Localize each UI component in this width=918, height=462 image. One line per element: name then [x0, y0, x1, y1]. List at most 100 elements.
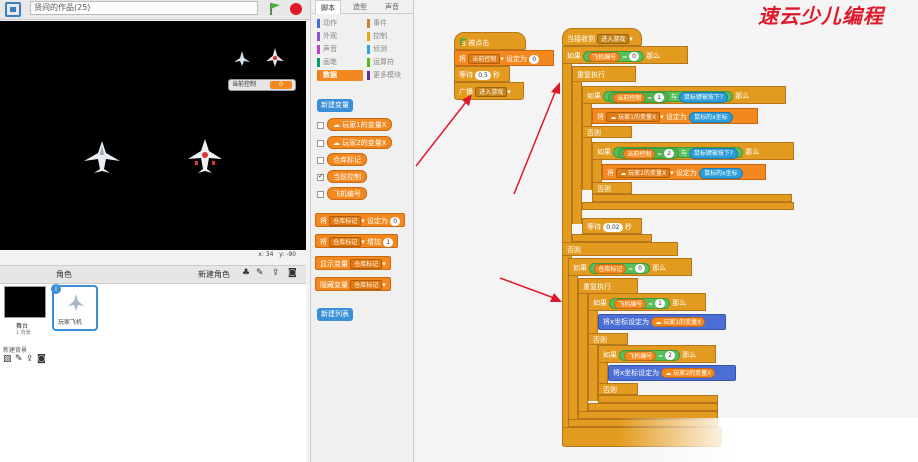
set-player1-x-block[interactable]: 将 ☁ 玩家1的变量X▾ 设定为 鼠标的x坐标: [592, 108, 758, 124]
if-c-bottom: [588, 403, 718, 411]
if-warehouse-0-block[interactable]: 如果 仓库标记 = 0 那么: [568, 258, 692, 276]
tab-costumes[interactable]: 造型: [353, 3, 367, 11]
upload-backdrop-icon[interactable]: ⇪: [26, 354, 34, 364]
sprites-header: 角色 新建角色 ♣ ✎ ⇪ ◙: [0, 266, 306, 284]
category-4[interactable]: 声音: [317, 44, 337, 55]
var-reporter-plane-id[interactable]: 飞机编号: [327, 187, 367, 200]
if-plane-id-0-block[interactable]: 如果 飞机编号 = 0 那么: [562, 46, 688, 64]
tab-sounds[interactable]: 声音: [385, 3, 399, 11]
var-reporter-control[interactable]: 当前控制: [327, 170, 367, 183]
wait-002-block[interactable]: 等待 0.02 秒: [582, 218, 642, 234]
category-0[interactable]: 动作: [317, 18, 337, 29]
player1-plane-icon: [84, 141, 120, 173]
category-1[interactable]: 事件: [367, 18, 387, 29]
block-palette: 脚本 造型 声音 动作事件外观控制声音侦测画笔运算符数据更多模块 新建变量 ☁ …: [310, 0, 415, 462]
set-player2-x-block[interactable]: 将 ☁ 玩家2的变量X▾ 设定为 鼠标的x坐标: [602, 164, 766, 180]
forever-block-2[interactable]: 重复执行: [578, 278, 638, 294]
monitor-value: 0: [270, 81, 292, 89]
set-x-player1-block[interactable]: 将x坐标设定为 ☁ 玩家1的变量X: [598, 314, 726, 330]
camera-icon[interactable]: ◙: [288, 268, 297, 278]
var-checkbox-warehouse[interactable]: [317, 157, 324, 164]
new-backdrop-label: 新建背景: [3, 347, 28, 354]
enemy-plane-icon: [234, 51, 250, 66]
if-warehouse-arm: [568, 276, 578, 436]
sprite-info-icon[interactable]: i: [51, 284, 61, 294]
mouse-coordinates: x: 34 y: -90: [0, 251, 306, 263]
player2-plane-icon: [188, 139, 222, 173]
if-a-arm: [582, 104, 592, 126]
category-6[interactable]: 画笔: [317, 57, 337, 68]
sprite-plane-icon: [68, 294, 84, 311]
category-7[interactable]: 运算符: [367, 57, 394, 68]
new-list-button[interactable]: 新建列表: [317, 308, 353, 321]
new-variable-button[interactable]: 新建变量: [317, 99, 353, 112]
category-8[interactable]: 数据: [317, 70, 363, 81]
green-flag-icon: [460, 38, 468, 46]
tab-scripts[interactable]: 脚本: [315, 0, 341, 14]
if-c-arm: [588, 311, 598, 333]
category-5[interactable]: 侦测: [367, 44, 387, 55]
sprite-thumbnail-player[interactable]: i 玩家飞机: [51, 284, 98, 331]
red-arrow-3: [499, 277, 562, 302]
stage-canvas[interactable]: 当前控制 0: [0, 21, 306, 250]
upload-sprite-icon[interactable]: ⇪: [272, 268, 280, 278]
if-b-bottom: [592, 194, 792, 202]
stop-icon[interactable]: [290, 3, 302, 15]
watermark-logo: 速云少儿编程: [758, 4, 884, 28]
else-c-arm: [588, 345, 598, 401]
monitor-label: 当前控制: [232, 81, 257, 88]
category-3[interactable]: 控制: [367, 31, 387, 42]
if-control-2-block[interactable]: 如果 当前控制 = 2 与 鼠标键被按下? 那么: [592, 142, 794, 160]
if-control-1-block[interactable]: 如果 当前控制 = 1 与 鼠标键被按下? 那么: [582, 86, 786, 104]
paint-sprite-icon[interactable]: ✎: [256, 268, 264, 278]
var-checkbox-player2[interactable]: [317, 140, 324, 147]
var-reporter-player2[interactable]: ☁ 玩家2的变量X: [327, 136, 393, 149]
set-control-block[interactable]: 将 当前控制▾ 设定为 0: [454, 50, 554, 66]
broadcast-block[interactable]: 广播 进入游戏▾: [454, 82, 524, 100]
backdrop-camera-icon[interactable]: ◙: [37, 354, 46, 364]
else-label-outer: 否则: [562, 242, 678, 256]
when-receive-hat[interactable]: 当接收到 进入游戏▾: [562, 28, 642, 46]
change-variable-block[interactable]: 将 仓库标记▾ 增加 1: [315, 234, 399, 248]
stage-backdrop-count: 1 背景: [16, 330, 31, 336]
wait-block[interactable]: 等待 0.5 秒: [454, 66, 510, 82]
else-label-d: 否则: [598, 383, 638, 395]
forever-arm-2: [578, 294, 588, 424]
new-sprite-label: 新建角色: [198, 270, 230, 279]
project-title-input[interactable]: 贤间的作品(25): [30, 1, 258, 15]
var-reporter-warehouse[interactable]: 仓库标记: [327, 153, 367, 166]
category-2[interactable]: 外观: [317, 31, 337, 42]
red-arrow-2: [513, 82, 560, 195]
if-plane-id-2-block[interactable]: 如果 飞机编号 = 2 那么: [598, 345, 716, 363]
stage-toolbar: 贤间的作品(25): [0, 0, 310, 20]
set-variable-block[interactable]: 将 仓库标记▾ 设定为 0: [315, 213, 406, 227]
var-checkbox-control[interactable]: [317, 172, 324, 181]
blur-overlay: [618, 418, 918, 462]
show-variable-block[interactable]: 显示变量 仓库标记▾: [315, 256, 391, 270]
backdrop-library-icon[interactable]: ▨: [3, 354, 12, 364]
forever-block-1[interactable]: 重复执行: [572, 66, 636, 82]
category-9[interactable]: 更多模块: [367, 70, 401, 81]
var-reporter-player1[interactable]: ☁ 玩家1的变量X: [327, 118, 393, 131]
paint-backdrop-icon[interactable]: ✎: [15, 354, 23, 364]
red-arrow-1: [415, 94, 472, 167]
green-flag-icon[interactable]: [268, 2, 282, 16]
sprite-library-icon[interactable]: ♣: [242, 268, 251, 278]
editor-tabs: 脚本 造型 声音: [311, 0, 415, 14]
when-flag-clicked-hat[interactable]: 当 被点击: [454, 32, 526, 50]
hide-variable-block[interactable]: 隐藏变量 仓库标记▾: [315, 277, 391, 291]
if-d-bottom: [598, 395, 718, 403]
if-b-arm: [592, 160, 602, 182]
fullscreen-icon[interactable]: [5, 2, 21, 17]
scripts-area[interactable]: 当 被点击 将 当前控制▾ 设定为 0 等待 0.5 秒 广播 进入游戏▾ 当接…: [414, 0, 918, 462]
var-checkbox-player1[interactable]: [317, 122, 324, 129]
else-a-arm: [582, 138, 592, 190]
stage-thumbnail[interactable]: [4, 286, 46, 318]
forever-bottom-1: [572, 234, 652, 242]
set-x-player2-block[interactable]: 将x坐标设定为 ☁ 玩家2的变量X: [608, 365, 736, 381]
else-label-a: 否则: [582, 126, 632, 138]
if-plane-id-1-block[interactable]: 如果 飞机编号 = 1 那么: [588, 293, 706, 311]
else-label-c: 否则: [588, 333, 628, 345]
sprites-panel: 角色 新建角色 ♣ ✎ ⇪ ◙ 舞台 1 背景 新建背景 ▨ ✎ ⇪ ◙ i 玩…: [0, 265, 306, 462]
var-checkbox-plane-id[interactable]: [317, 191, 324, 198]
